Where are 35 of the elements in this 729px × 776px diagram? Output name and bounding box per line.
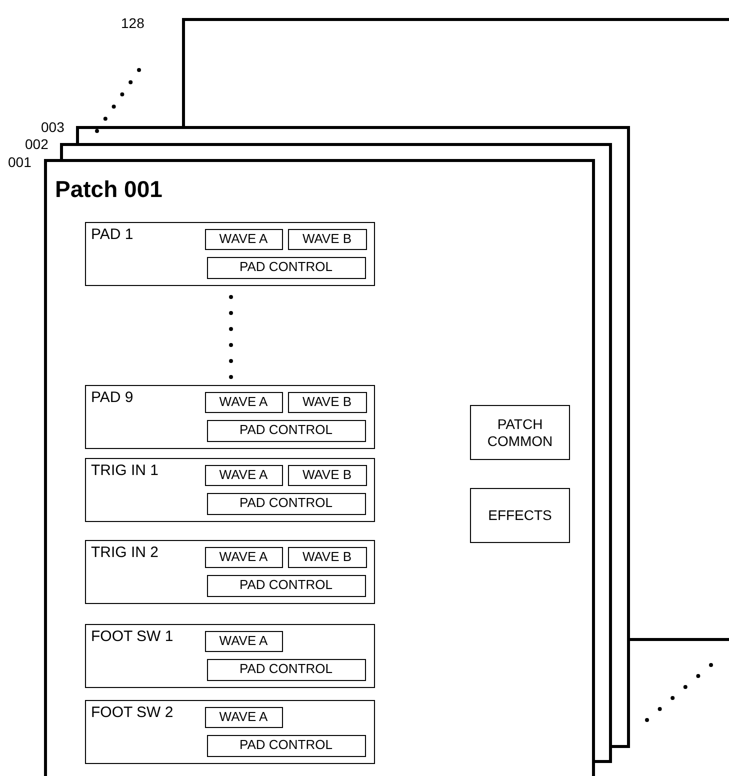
pad-group-box <box>85 222 375 286</box>
parameter-box: PAD CONTROL <box>206 256 366 278</box>
page-number: 003 <box>41 119 64 135</box>
parameter-box: WAVE B <box>288 464 366 486</box>
pad-name: FOOT SW 1 <box>91 628 174 645</box>
parameter-box: PATCH COMMON <box>470 405 570 460</box>
parameter-box: WAVE B <box>288 546 366 568</box>
pad-group-box <box>85 700 375 764</box>
pad-name: TRIG IN 1 <box>91 462 159 479</box>
parameter-box: PAD CONTROL <box>206 658 366 680</box>
pad-name: PAD 9 <box>91 389 134 406</box>
page-number: 002 <box>25 136 48 152</box>
parameter-box: WAVE A <box>204 228 282 250</box>
patch-title: Patch 001 <box>55 176 162 203</box>
parameter-box: WAVE A <box>204 546 282 568</box>
page-number: 001 <box>8 154 32 170</box>
parameter-box: WAVE B <box>288 228 366 250</box>
parameter-box: WAVE A <box>204 706 282 728</box>
pad-group-box <box>85 385 375 449</box>
parameter-box: WAVE B <box>288 392 366 412</box>
parameter-box: PAD CONTROL <box>206 574 366 596</box>
parameter-box: PAD CONTROL <box>206 492 366 514</box>
pad-name: FOOT SW 2 <box>91 704 174 721</box>
pad-name: TRIG IN 2 <box>91 544 159 561</box>
pad-group-box <box>85 624 375 688</box>
parameter-box: PAD CONTROL <box>206 734 366 756</box>
parameter-box: WAVE A <box>204 392 282 412</box>
page-number: 128 <box>121 15 144 31</box>
parameter-box: WAVE A <box>204 630 282 652</box>
parameter-box: WAVE A <box>204 464 282 486</box>
parameter-box: PAD CONTROL <box>206 420 366 442</box>
pad-group-box <box>85 458 375 522</box>
pad-group-box <box>85 540 375 604</box>
pad-name: PAD 1 <box>91 226 134 243</box>
parameter-box: EFFECTS <box>470 488 570 543</box>
